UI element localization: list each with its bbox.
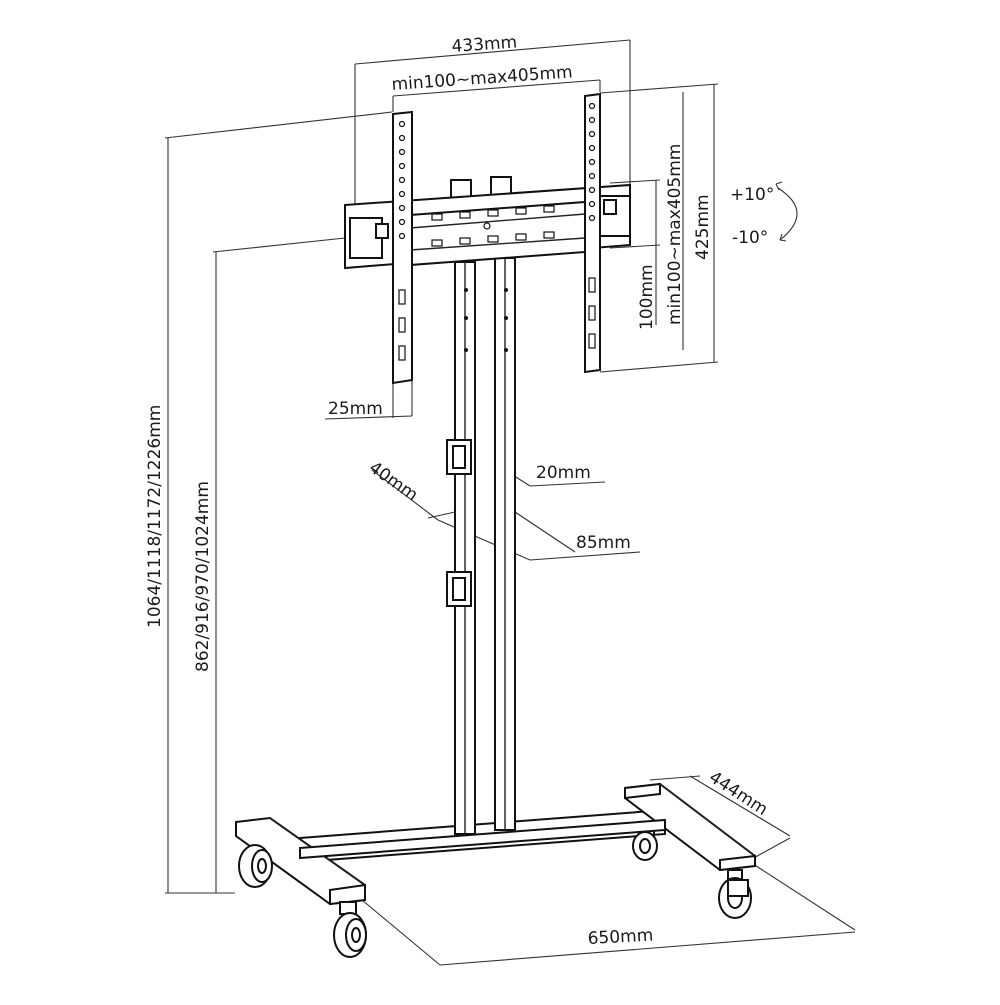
label-bracket-depth: 25mm — [328, 399, 383, 419]
label-tilt-down: -10° — [732, 228, 768, 248]
label-base-width: 650mm — [587, 926, 654, 949]
label-overall-height: 1064/1118/1172/1226mm — [145, 405, 165, 628]
label-bracket-height: 425mm — [693, 194, 713, 260]
label-column-depth: 40mm — [365, 458, 421, 506]
mounting-plate — [344, 183, 631, 270]
column-left — [454, 261, 476, 835]
label-arm-spacing: 100mm — [637, 264, 657, 330]
label-column-total: 85mm — [576, 533, 631, 553]
label-column-width: 20mm — [536, 463, 591, 483]
label-total-width: 433mm — [451, 32, 518, 57]
label-vesa-horizontal: min100~max405mm — [391, 62, 573, 95]
vesa-arm-right — [584, 92, 601, 374]
caster-rear-left — [238, 844, 273, 888]
dimension-lines — [164, 39, 856, 966]
column-right — [494, 257, 516, 831]
caster-rear-right — [632, 829, 658, 861]
vesa-arm-left — [392, 110, 413, 385]
label-vesa-vertical: min100~max405mm — [665, 144, 685, 325]
tv-stand-structure — [235, 92, 756, 958]
label-center-height: 862/916/970/1024mm — [193, 481, 213, 672]
label-base-depth: 444mm — [705, 767, 771, 819]
caster-front-right — [718, 869, 752, 919]
label-tilt-up: +10° — [730, 185, 774, 205]
caster-front-left — [333, 901, 367, 958]
